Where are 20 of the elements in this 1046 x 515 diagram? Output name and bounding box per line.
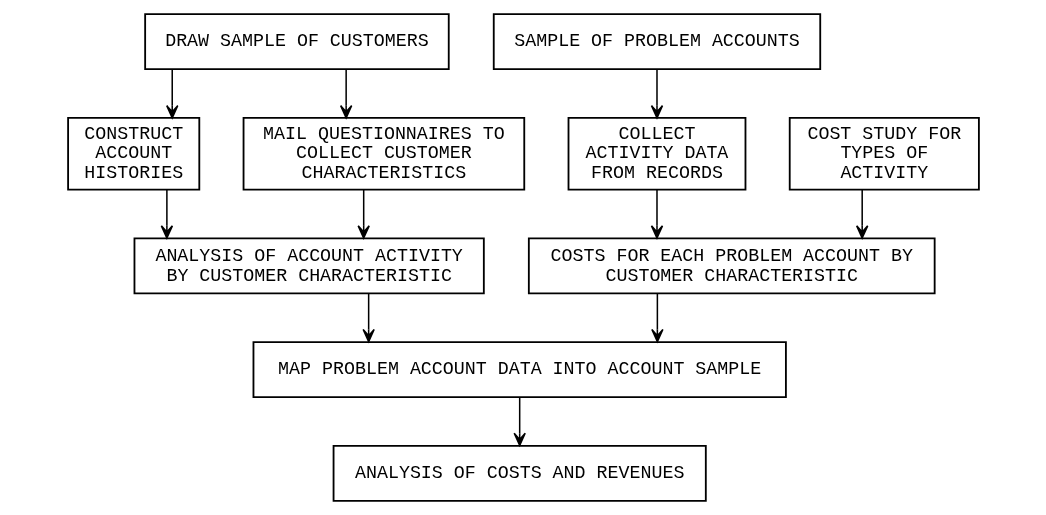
arrow (165, 68, 178, 119)
node-box: MAP PROBLEM ACCOUNT DATA INTO ACCOUNT SAMPLE (252, 341, 787, 398)
node-box: COST STUDY FOR TYPES OF ACTIVITY (788, 117, 980, 191)
arrow (650, 292, 664, 343)
arrow (650, 189, 663, 239)
node-box: SAMPLE OF PROBLEM ACCOUNTS (492, 13, 821, 70)
node-box: MAIL QUESTIONNAIRES TO COLLECT CUSTOMER CHARACTERISTICS (242, 117, 525, 191)
arrow (855, 189, 868, 239)
node-box: COSTS FOR EACH PROBLEM ACCOUNT BY CUSTOMER CHARACTERISTIC (527, 237, 936, 295)
arrow (361, 292, 375, 343)
arrow (160, 189, 173, 239)
arrow (512, 396, 526, 447)
arrow (650, 68, 663, 119)
node-box: CONSTRUCT ACCOUNT HISTORIES (66, 117, 200, 191)
arrow (356, 189, 370, 239)
node-box: ANALYSIS OF ACCOUNT ACTIVITY BY CUSTOMER CHARACTERISTIC (133, 237, 485, 295)
node-box: ANALYSIS OF COSTS AND REVENUES (332, 445, 707, 502)
arrow (339, 68, 352, 119)
node-box: COLLECT ACTIVITY DATA FROM RECORDS (567, 117, 746, 191)
node-box: DRAW SAMPLE OF CUSTOMERS (143, 13, 450, 70)
